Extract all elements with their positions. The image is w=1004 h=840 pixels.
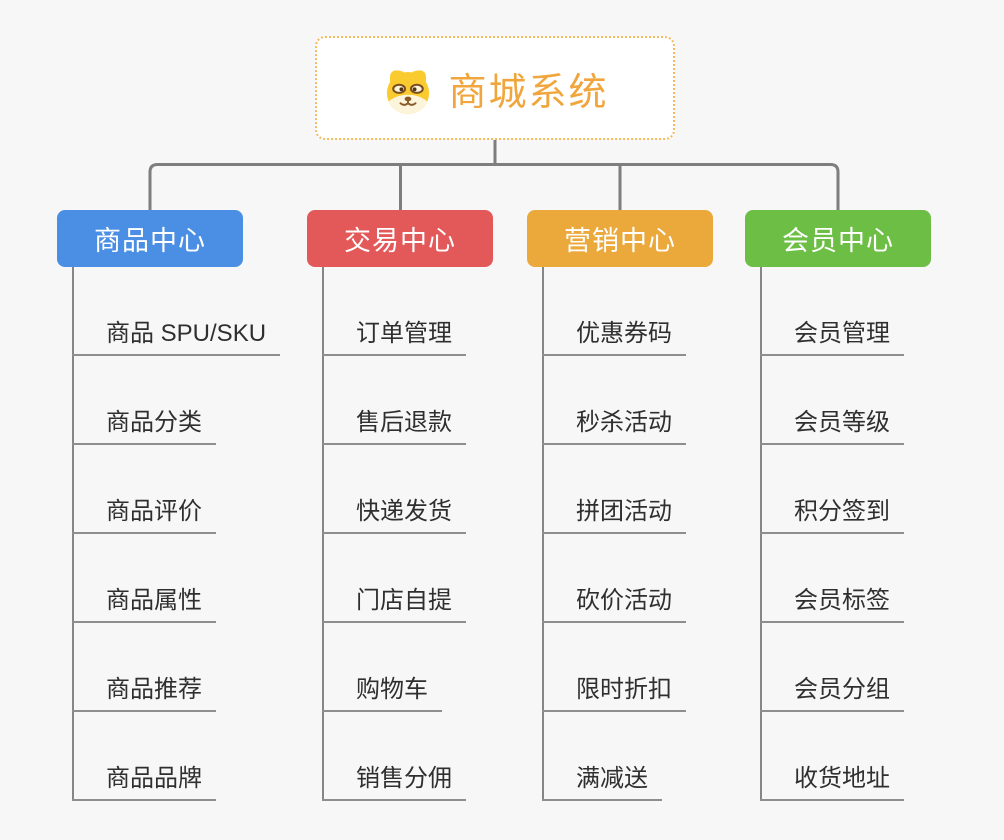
root-title: 商城系统 xyxy=(448,71,609,114)
leaf-node[interactable]: 商品评价 xyxy=(72,496,216,534)
leaf-node[interactable]: 商品 SPU/SKU xyxy=(72,318,281,356)
leaf-node[interactable]: 秒杀活动 xyxy=(542,407,686,445)
branch-trunk-line xyxy=(322,267,324,801)
leaf-node[interactable]: 会员分组 xyxy=(760,674,904,712)
leaf-node[interactable]: 会员管理 xyxy=(760,318,904,356)
leaf-node[interactable]: 优惠券码 xyxy=(542,318,686,356)
leaf-node[interactable]: 会员等级 xyxy=(760,407,904,445)
leaf-node[interactable]: 商品属性 xyxy=(72,585,216,623)
leaf-node[interactable]: 销售分佣 xyxy=(322,763,466,801)
branch-node-trade-center[interactable]: 交易中心 xyxy=(307,210,493,267)
branch-trunk-line xyxy=(760,267,762,801)
branch-trunk-line xyxy=(542,267,544,801)
leaf-node[interactable]: 砍价活动 xyxy=(542,585,686,623)
leaf-node[interactable]: 订单管理 xyxy=(322,318,466,356)
leaf-node[interactable]: 商品品牌 xyxy=(72,763,216,801)
leaf-node[interactable]: 快递发货 xyxy=(322,496,466,534)
leaf-node[interactable]: 商品推荐 xyxy=(72,674,216,712)
leaf-node[interactable]: 商品分类 xyxy=(72,407,216,445)
branch-node-marketing-center[interactable]: 营销中心 xyxy=(527,210,713,267)
branch-trunk-line xyxy=(72,267,74,801)
leaf-node[interactable]: 积分签到 xyxy=(760,496,904,534)
leaf-node[interactable]: 门店自提 xyxy=(322,585,466,623)
leaf-node[interactable]: 收货地址 xyxy=(760,763,904,801)
leaf-node[interactable]: 售后退款 xyxy=(322,407,466,445)
leaf-node[interactable]: 会员标签 xyxy=(760,585,904,623)
branch-node-product-center[interactable]: 商品中心 xyxy=(57,210,243,267)
leaf-node[interactable]: 拼团活动 xyxy=(542,496,686,534)
root-node[interactable]: 商城系统 xyxy=(315,36,675,140)
leaf-node[interactable]: 购物车 xyxy=(322,674,442,712)
shiba-dog-icon xyxy=(381,61,435,115)
branch-node-member-center[interactable]: 会员中心 xyxy=(745,210,931,267)
leaf-node[interactable]: 限时折扣 xyxy=(542,674,686,712)
leaf-node[interactable]: 满减送 xyxy=(542,763,662,801)
